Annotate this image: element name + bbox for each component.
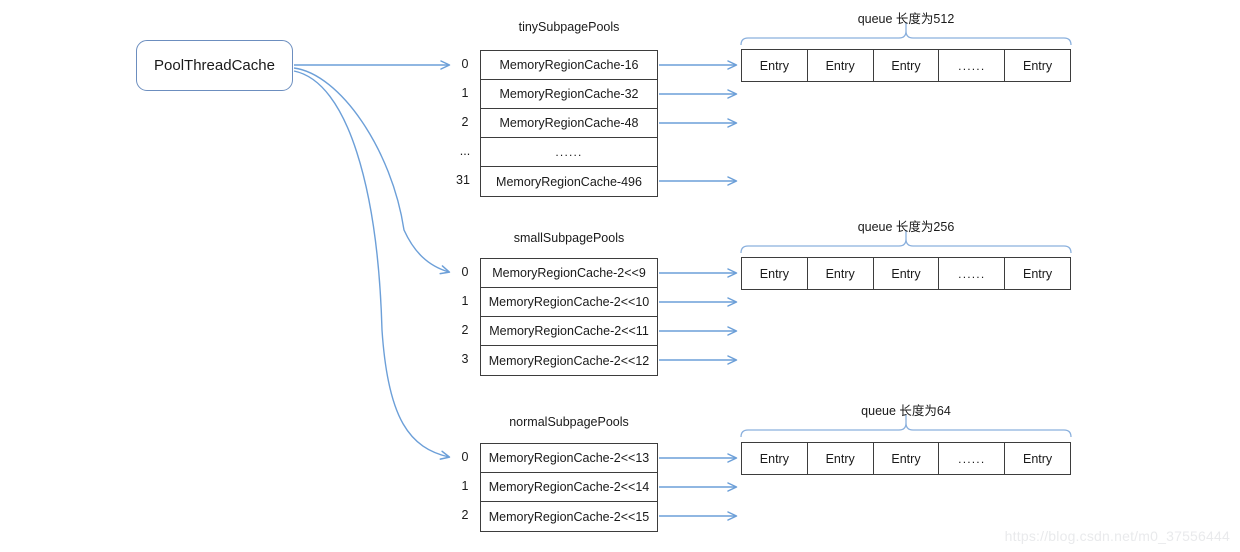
pool-row[interactable]: MemoryRegionCache-2<<12 <box>488 353 650 368</box>
queue-cell[interactable]: Entry <box>1022 58 1053 73</box>
row-index-small-2: 2 <box>461 323 469 337</box>
root-node-poolthreadcache[interactable]: PoolThreadCache <box>136 40 293 91</box>
queue-cell[interactable]: Entry <box>742 443 808 474</box>
queue-cell[interactable]: Entry <box>1022 451 1053 466</box>
queue-cell[interactable]: Entry <box>808 443 874 474</box>
queue-cell-ellipsis: ...... <box>939 443 1006 474</box>
pool-title-tiny: tinySubpagePools <box>518 20 620 34</box>
row-index-small-3: 3 <box>461 352 469 366</box>
queue-cell-ellipsis: ...... <box>939 50 1006 81</box>
row-index-tiny-0: 0 <box>461 57 469 71</box>
queue-strip-normal: Entry Entry Entry ...... Entry <box>741 442 1071 475</box>
row-index-normal-2: 2 <box>461 508 469 522</box>
queue-cell[interactable]: Entry <box>874 50 940 81</box>
pool-table-small: MemoryRegionCache-2<<9 MemoryRegionCache… <box>480 258 658 376</box>
pool-title-small: smallSubpagePools <box>513 231 625 245</box>
pool-row[interactable]: MemoryRegionCache-2<<14 <box>481 473 657 502</box>
queue-strip-small: Entry Entry Entry ...... Entry <box>741 257 1071 290</box>
pool-row[interactable]: MemoryRegionCache-48 <box>481 109 657 138</box>
pool-row[interactable]: MemoryRegionCache-496 <box>496 174 642 189</box>
queue-cell-ellipsis: ...... <box>939 258 1006 289</box>
queue-cell[interactable]: Entry <box>874 258 940 289</box>
row-index-tiny-3: ... <box>459 144 471 158</box>
pool-table-normal: MemoryRegionCache-2<<13 MemoryRegionCach… <box>480 443 658 532</box>
pool-row-ellipsis: ...... <box>481 138 657 167</box>
queue-cell[interactable]: Entry <box>808 258 874 289</box>
row-index-normal-0: 0 <box>461 450 469 464</box>
pool-row[interactable]: MemoryRegionCache-2<<11 <box>481 317 657 346</box>
queue-cell[interactable]: Entry <box>808 50 874 81</box>
row-index-tiny-2: 2 <box>461 115 469 129</box>
queue-caption-small: queue 长度为256 <box>857 220 955 234</box>
queue-caption-normal: queue 长度为64 <box>861 404 951 418</box>
queue-cell[interactable]: Entry <box>742 258 808 289</box>
root-node-label: PoolThreadCache <box>154 57 275 74</box>
row-index-tiny-4: 31 <box>456 173 470 187</box>
row-index-tiny-1: 1 <box>461 86 469 100</box>
queue-caption-tiny: queue 长度为512 <box>857 12 955 26</box>
pool-row[interactable]: MemoryRegionCache-2<<15 <box>488 509 650 524</box>
pool-row[interactable]: MemoryRegionCache-32 <box>481 80 657 109</box>
watermark: https://blog.csdn.net/m0_37556444 <box>1004 528 1230 544</box>
pool-row[interactable]: MemoryRegionCache-16 <box>481 51 657 80</box>
pool-title-normal: normalSubpagePools <box>509 415 629 429</box>
queue-cell[interactable]: Entry <box>742 50 808 81</box>
queue-cell[interactable]: Entry <box>874 443 940 474</box>
row-index-normal-1: 1 <box>461 479 469 493</box>
pool-row[interactable]: MemoryRegionCache-2<<9 <box>481 259 657 288</box>
queue-cell[interactable]: Entry <box>1022 266 1053 281</box>
row-index-small-0: 0 <box>461 265 469 279</box>
pool-row[interactable]: MemoryRegionCache-2<<13 <box>481 444 657 473</box>
queue-strip-tiny: Entry Entry Entry ...... Entry <box>741 49 1071 82</box>
pool-row[interactable]: MemoryRegionCache-2<<10 <box>481 288 657 317</box>
pool-table-tiny: MemoryRegionCache-16 MemoryRegionCache-3… <box>480 50 658 197</box>
row-index-small-1: 1 <box>461 294 469 308</box>
